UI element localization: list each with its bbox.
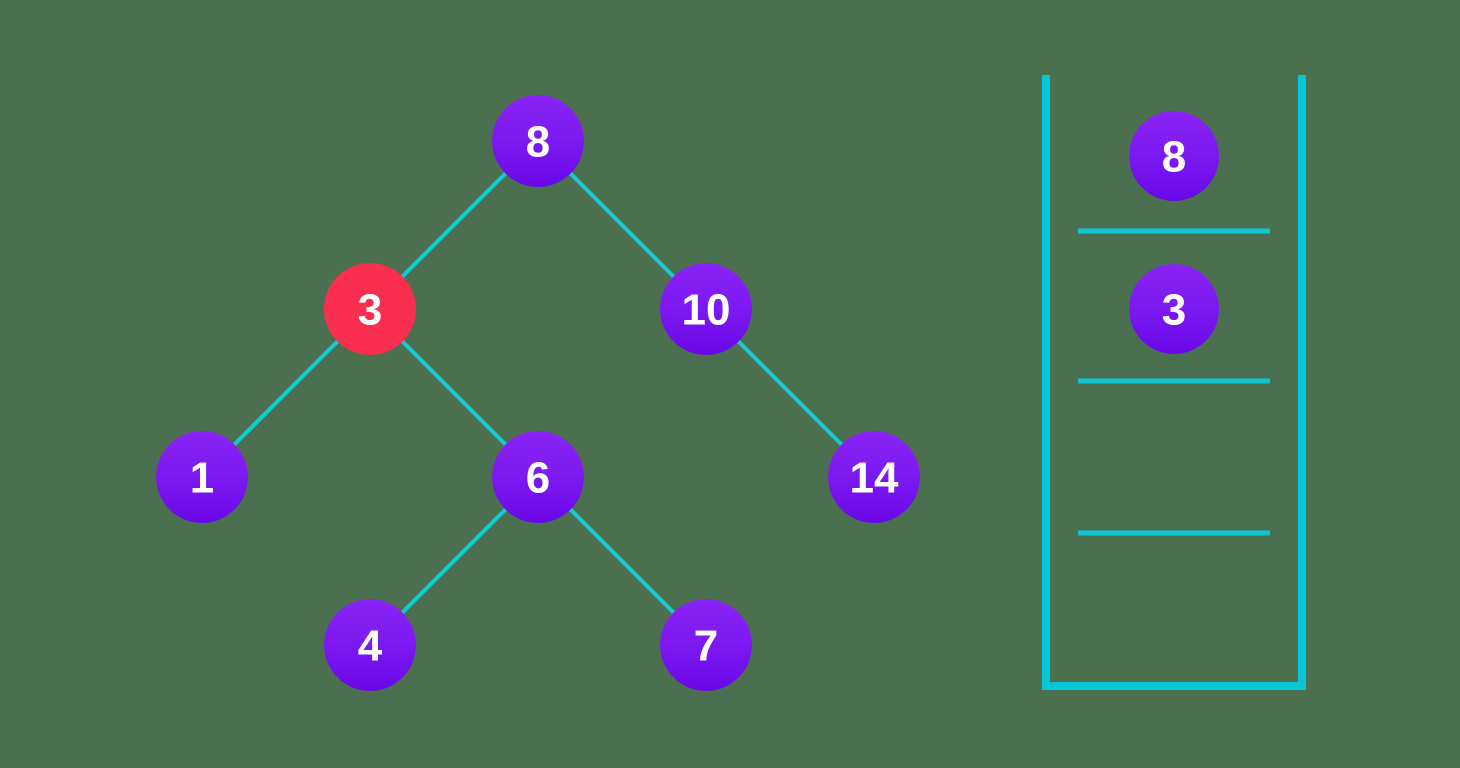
node-label: 6	[526, 454, 550, 503]
node-label: 14	[850, 454, 899, 503]
tree-node-3[interactable]: 3	[324, 263, 416, 355]
node-circle	[492, 95, 584, 187]
tree-node-10[interactable]: 10	[660, 263, 752, 355]
node-circle	[828, 431, 920, 523]
tree-node-1[interactable]: 1	[156, 431, 248, 523]
tree-edges	[200, 139, 876, 647]
node-label: 7	[694, 622, 718, 671]
stack-item-circle	[1129, 264, 1219, 354]
node-label: 8	[526, 118, 550, 167]
tree-node-7[interactable]: 7	[660, 599, 752, 691]
stack-item-3[interactable]: 3	[1129, 264, 1219, 354]
node-label: 1	[190, 454, 214, 503]
node-label: 10	[682, 286, 731, 335]
stack-item-circle	[1129, 111, 1219, 201]
node-circle	[660, 263, 752, 355]
tree-node-6[interactable]: 6	[492, 431, 584, 523]
tree-node-4[interactable]: 4	[324, 599, 416, 691]
node-label: 4	[358, 622, 383, 671]
stack-item-8[interactable]: 8	[1129, 111, 1219, 201]
node-label: 3	[358, 286, 382, 335]
stack-item-label: 3	[1162, 286, 1186, 335]
tree-nodes: 8 3 10 1 6 14 4 7	[156, 95, 920, 691]
node-circle	[156, 431, 248, 523]
stack-item-label: 8	[1162, 133, 1186, 182]
node-circle	[492, 431, 584, 523]
stack-container: 83	[1042, 75, 1306, 690]
tree-node-8[interactable]: 8	[492, 95, 584, 187]
node-circle	[324, 263, 416, 355]
tree-node-14[interactable]: 14	[828, 431, 920, 523]
node-circle	[324, 599, 416, 691]
node-circle	[660, 599, 752, 691]
stack-walls	[1042, 75, 1306, 690]
